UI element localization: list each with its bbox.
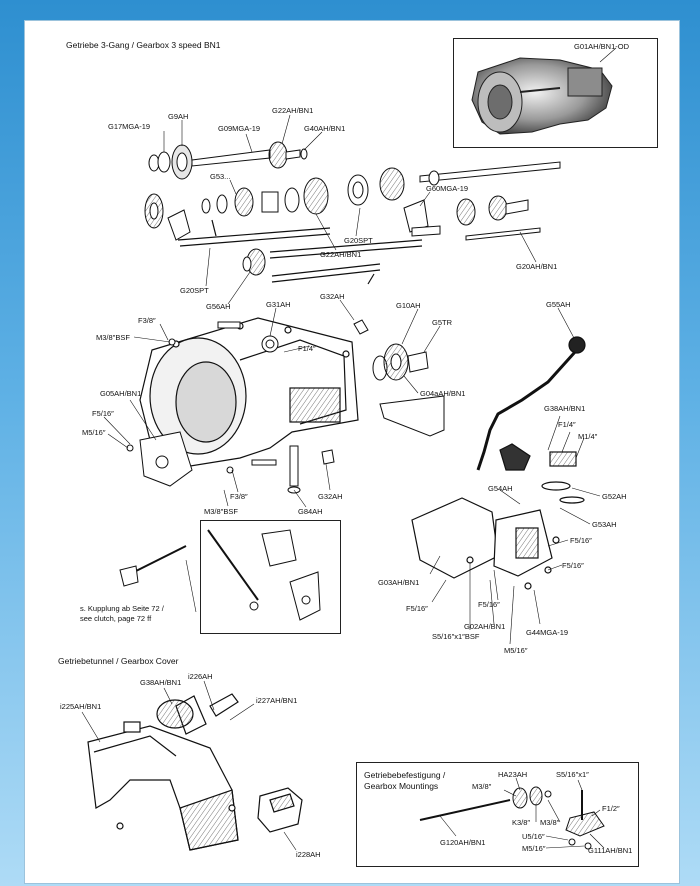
callout-g32ah-bottom: G32AH xyxy=(318,492,343,501)
case-fasteners xyxy=(126,319,369,494)
gearbox-section-title: Getriebe 3-Gang / Gearbox 3 speed BN1 xyxy=(66,40,221,50)
callout-g02ah-bn1: G02AH/BN1 xyxy=(464,622,506,631)
callout-g20spt-mid: G20SPT xyxy=(344,236,373,245)
callout-f5-16-r1: F5/16″ xyxy=(570,536,592,545)
callout-g54ah: G54AH xyxy=(488,484,513,493)
callout-m3-8-bsf-top: M3/8″BSF xyxy=(96,333,130,342)
callout-g31ah: G31AH xyxy=(266,300,291,309)
callout-g01ah-bn1-od: G01AH/BN1-OD xyxy=(574,42,630,51)
callout-g40ah-bn1: G40AH/BN1 xyxy=(304,124,346,133)
callout-s5-16x1-mount: S5/16″x1″ xyxy=(556,770,589,779)
callout-g44mga-19: G44MGA-19 xyxy=(526,628,569,637)
callout-g55ah: G55AH xyxy=(546,300,571,309)
callout-g53: G53... xyxy=(210,172,231,181)
callout-leaders xyxy=(81,47,617,851)
callout-f5-16-left: F5/16″ xyxy=(92,409,114,418)
callout-g84ah: G84AH xyxy=(298,507,323,516)
callout-g111ah-bn1: G111AH/BN1 xyxy=(588,846,633,855)
callout-g38ah-bn1-gear: G38AH/BN1 xyxy=(544,404,586,413)
callout-m5-16-left: M5/16″ xyxy=(82,428,106,437)
callout-i226ah: i226AH xyxy=(188,672,213,681)
clutch-note-line1: s. Kupplung ab Seite 72 / xyxy=(80,604,164,613)
tunnel-box xyxy=(257,787,303,833)
callout-i227ah-bn1: i227AH/BN1 xyxy=(256,696,298,705)
callout-i225ah-bn1: i225AH/BN1 xyxy=(60,702,102,711)
overdrive-photo-frame xyxy=(453,38,658,148)
callout-g22ah-bn1-mid: G22AH/BN1 xyxy=(320,250,362,259)
mount-section-title-line1: Getriebebefestigung / xyxy=(364,770,446,780)
callout-s5-16x1-bsf: S5/16″x1″BSF xyxy=(432,632,480,641)
callout-m5-16-mount: M5/16″ xyxy=(522,844,546,853)
gearbox-tunnel-cover xyxy=(87,693,239,851)
gear-cluster-assembly xyxy=(144,161,561,241)
mount-section-title-line2: Gearbox Mountings xyxy=(364,781,439,791)
callout-g22ah-bn1-top: G22AH/BN1 xyxy=(272,106,314,115)
callout-g32ah-top: G32AH xyxy=(320,292,345,301)
callout-u5-16: U5/16″ xyxy=(522,832,545,841)
gearbox-mountings-frame xyxy=(356,762,639,867)
callout-g60mga-19: G60MGA-19 xyxy=(426,184,469,193)
callout-f3-8-top: F3/8″ xyxy=(138,316,156,325)
cover-section-title: Getriebetunnel / Gearbox Cover xyxy=(58,656,179,666)
callout-m3-8-bsf-bottom: M3/8″BSF xyxy=(204,507,238,516)
callout-g10ah: G10AH xyxy=(396,301,421,310)
callout-m5-16-right: M5/16″ xyxy=(504,646,528,655)
selector-rods xyxy=(177,219,423,285)
gearbox-case xyxy=(139,317,359,469)
callout-g52ah: G52AH xyxy=(602,492,627,501)
callout-f5-16-r3: F5/16″ xyxy=(406,604,428,613)
callout-g53ah: G53AH xyxy=(592,520,617,529)
callout-f1-4-case: F1/4″ xyxy=(298,344,316,353)
callout-g20spt-left: G20SPT xyxy=(180,286,209,295)
callout-m3-8-mount-b: M3/8″ xyxy=(540,818,560,827)
callout-g9ah: G9AH xyxy=(168,112,189,121)
callout-g5tr: G5TR xyxy=(432,318,453,327)
callout-g09mga-19: G09MGA-19 xyxy=(218,124,261,133)
callout-g17mga-19: G17MGA-19 xyxy=(108,122,151,131)
callout-g120ah-bn1: G120AH/BN1 xyxy=(440,838,486,847)
clutch-linkage-frame xyxy=(200,520,341,634)
callout-f1-4-lever: F1/4″ xyxy=(558,420,576,429)
gearbox-top-cover xyxy=(411,497,560,590)
callout-f1-2: F1/2″ xyxy=(602,804,620,813)
callout-i228ah: i228AH xyxy=(296,850,321,859)
callout-g20ah-bn1: G20AH/BN1 xyxy=(516,262,558,271)
reverse-idler xyxy=(242,248,266,276)
callout-f5-16-r4: F5/16″ xyxy=(478,600,500,609)
callout-g04aah-bn1: G04aAH/BN1 xyxy=(420,389,466,398)
front-cover-plate xyxy=(139,431,193,487)
callout-f3-8-bottom: F3/8″ xyxy=(230,492,248,501)
clutch-note-line2: see clutch, page 72 ff xyxy=(80,614,152,623)
callout-m3-8-mount-a: M3/8″ xyxy=(472,782,492,791)
callout-f5-16-r2: F5/16″ xyxy=(562,561,584,570)
callout-k3-8: K3/8″ xyxy=(512,818,531,827)
callout-g56ah: G56AH xyxy=(206,302,231,311)
callout-ha23ah: HA23AH xyxy=(498,770,528,779)
callout-g05ah-bn1: G05AH/BN1 xyxy=(100,389,142,398)
callout-g38ah-bn1-cover: G38AH/BN1 xyxy=(140,678,182,687)
callout-g03ah-bn1: G03AH/BN1 xyxy=(378,578,420,587)
callout-m1-4: M1/4″ xyxy=(578,432,598,441)
